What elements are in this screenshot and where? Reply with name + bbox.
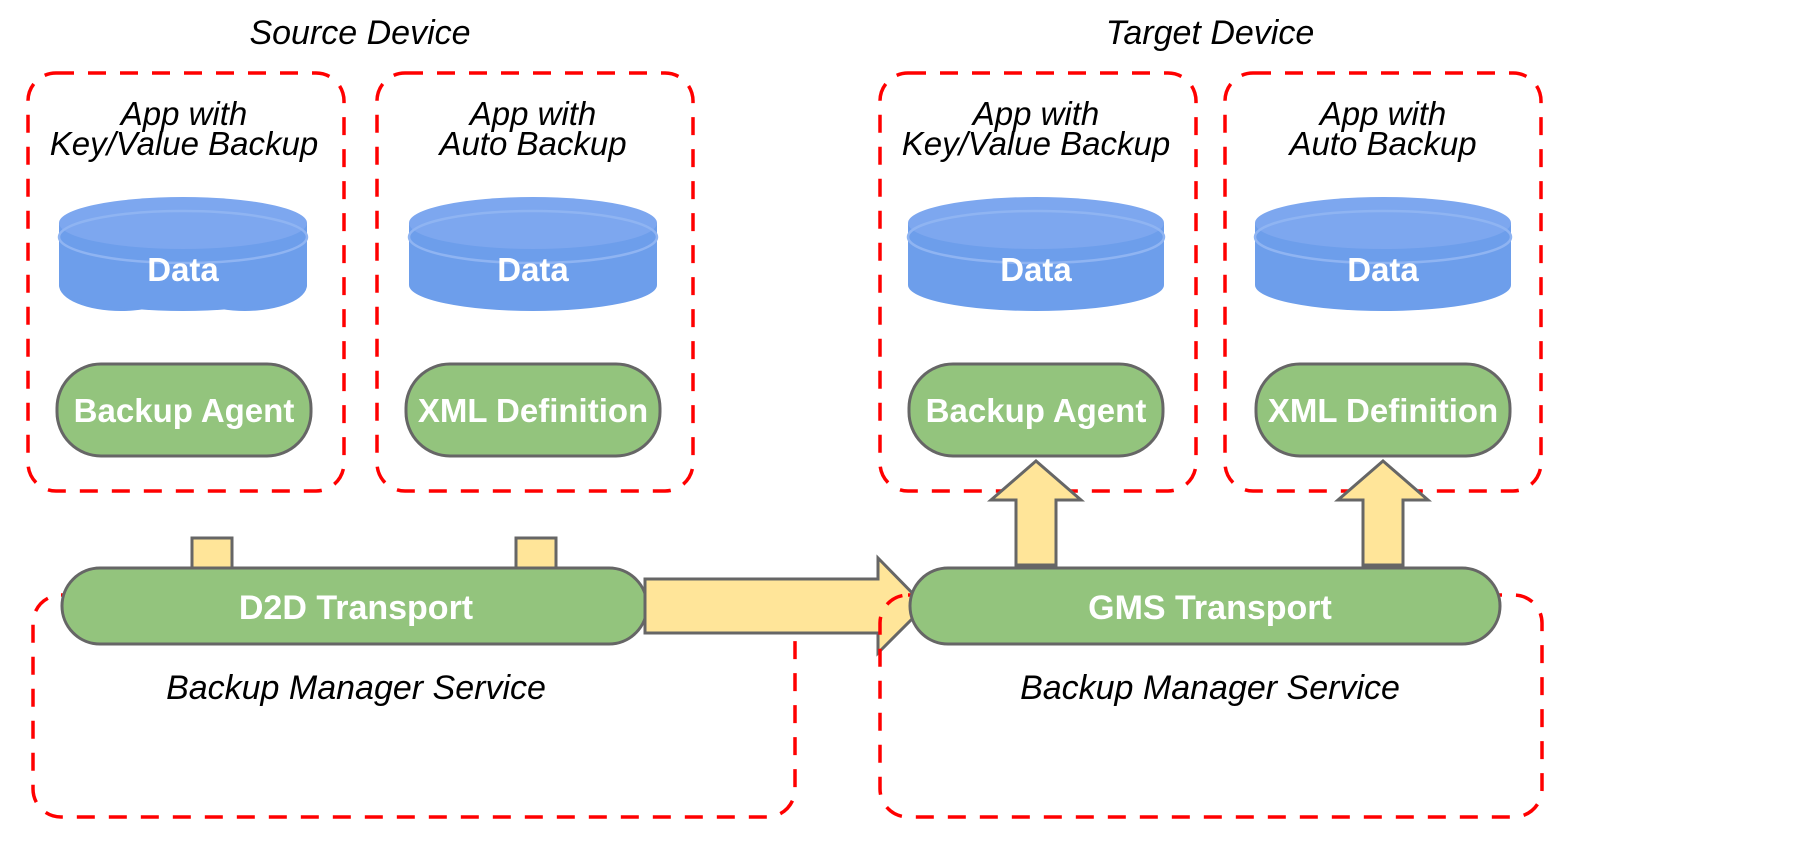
- source-app-1-data-label: Data: [147, 251, 219, 288]
- gms-transport-node: GMS Transport: [908, 566, 1502, 646]
- gms-transport-label: GMS Transport: [1088, 589, 1332, 627]
- source-app-2-data-cylinder: Data: [407, 197, 659, 311]
- target-app-2-component: XML Definition: [1254, 362, 1512, 458]
- target-app-2-data-cylinder: Data: [1253, 197, 1513, 311]
- target-app-2-component-label: XML Definition: [1268, 392, 1498, 429]
- target-app-1-data-cylinder: Data: [906, 197, 1166, 311]
- target-device-title: Target Device: [1106, 14, 1315, 52]
- target-app-2-title-line1: App with: [1318, 95, 1447, 132]
- target-app-1-title-line2: Key/Value Backup: [902, 125, 1170, 162]
- arrow-gms-to-xml-definition-icon: [1333, 459, 1433, 567]
- source-device-title: Source Device: [249, 14, 470, 52]
- target-app-1-data-label: Data: [1000, 251, 1072, 288]
- source-backup-manager-service-label: Backup Manager Service: [166, 669, 546, 707]
- target-app-1-component: Backup Agent: [907, 362, 1165, 458]
- source-app-1-data-cylinder: Data: [57, 197, 309, 311]
- target-app-2-data-label: Data: [1347, 251, 1419, 288]
- arrow-gms-to-backup-agent-icon: [986, 459, 1086, 567]
- source-app-2-container: [375, 71, 695, 493]
- d2d-transport-node: D2D Transport: [60, 566, 649, 646]
- source-app-2-title-line1: App with: [468, 95, 597, 132]
- source-app-2-component: XML Definition: [404, 362, 662, 458]
- source-app-2-component-label: XML Definition: [418, 392, 648, 429]
- source-app-1-title-line1: App with: [119, 95, 248, 132]
- arrow-d2d-to-gms-icon: [643, 554, 928, 657]
- source-app-2-data-label: Data: [497, 251, 569, 288]
- target-app-2-title-line2: Auto Backup: [1287, 125, 1476, 162]
- source-app-1-title-line2: Key/Value Backup: [50, 125, 318, 162]
- source-app-1-container: [26, 71, 346, 493]
- d2d-transport-label: D2D Transport: [239, 589, 473, 627]
- source-app-1-component-label: Backup Agent: [74, 392, 295, 429]
- source-app-2-title-line2: Auto Backup: [437, 125, 626, 162]
- target-backup-manager-service-label: Backup Manager Service: [1020, 669, 1400, 707]
- target-app-1-title-line1: App with: [971, 95, 1100, 132]
- target-app-1-component-label: Backup Agent: [926, 392, 1147, 429]
- source-app-1-component: Backup Agent: [55, 362, 313, 458]
